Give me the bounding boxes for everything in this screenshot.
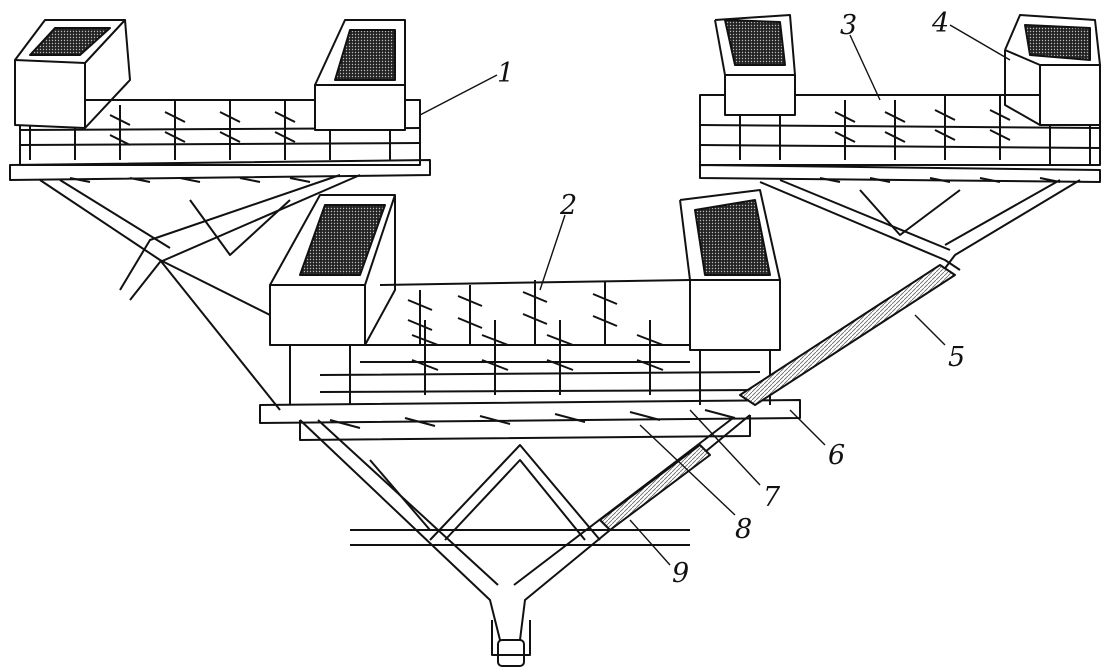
leader-lines xyxy=(419,24,1011,566)
central-hopper-right xyxy=(679,189,781,405)
central-drum-assembly xyxy=(259,279,801,429)
callout-5: 5 xyxy=(948,342,966,373)
left-wing-hopper-outer xyxy=(14,19,131,160)
callout-7: 7 xyxy=(763,482,781,513)
right-wing-frame xyxy=(699,94,1101,276)
right-wing-hopper-outer xyxy=(1004,14,1101,165)
right-drawbar xyxy=(739,264,956,406)
lower-drawbar xyxy=(599,444,711,531)
right-wing-hopper-inner xyxy=(714,14,796,160)
callout-3: 3 xyxy=(840,10,858,41)
callout-4: 4 xyxy=(932,8,950,39)
callout-2: 2 xyxy=(560,190,578,221)
central-drawbar-frame xyxy=(299,414,751,667)
callout-8: 8 xyxy=(735,514,753,545)
left-wing-hopper-inner xyxy=(314,19,406,160)
callout-9: 9 xyxy=(672,558,690,589)
central-hopper-left xyxy=(269,194,396,405)
callout-6: 6 xyxy=(828,440,846,471)
callout-1: 1 xyxy=(497,58,515,89)
left-wing-frame xyxy=(9,99,431,411)
